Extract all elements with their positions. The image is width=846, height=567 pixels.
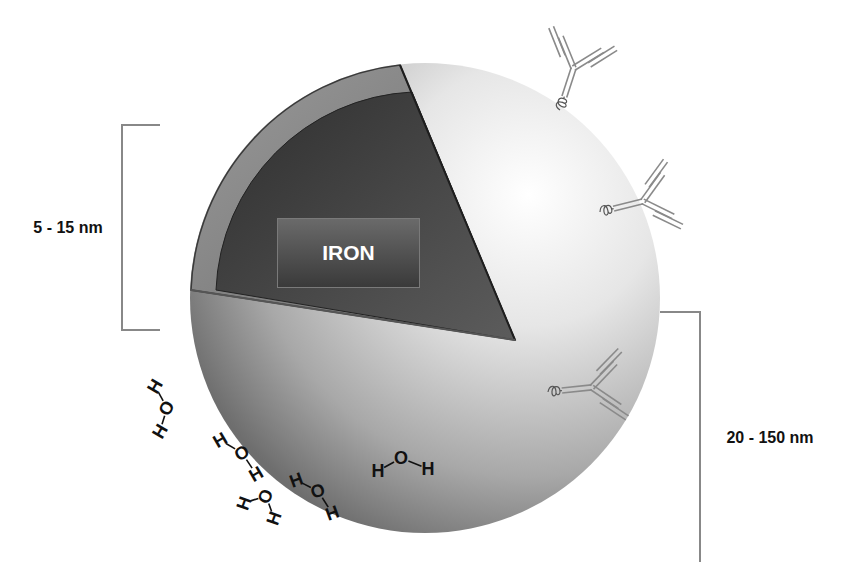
linker: [555, 95, 569, 111]
antibody-chain: [562, 385, 592, 388]
cut-edge: [191, 290, 515, 340]
core-size-bracket: [122, 125, 160, 330]
oxygen-atom: O: [394, 448, 408, 469]
bond-line: [384, 462, 394, 468]
dimension-label: 20 - 150 nm: [726, 429, 813, 447]
linker: [599, 204, 615, 217]
dimension-label: 5 - 15 nm: [33, 219, 102, 237]
particle-size-bracket: [660, 312, 700, 562]
antibody-chain: [562, 67, 571, 96]
antibody-chain: [567, 69, 576, 98]
water-bonds: [158, 392, 421, 511]
iron-core: [216, 92, 515, 340]
linker: [547, 385, 562, 396]
oxygen-atom: O: [254, 486, 279, 506]
hydrogen-atom: H: [209, 428, 231, 453]
antibody: [526, 25, 618, 121]
bond-line: [162, 416, 165, 425]
oxygen-atom: O: [154, 397, 179, 420]
bond-line: [408, 461, 421, 466]
antibody-chain: [600, 400, 626, 422]
core-label-box: IRON: [277, 218, 420, 288]
hydrogen-atom: H: [262, 508, 286, 527]
hydrogen-atom: H: [372, 461, 385, 482]
antibody: [544, 348, 629, 428]
antibody: [591, 158, 684, 246]
core-label: IRON: [322, 241, 375, 265]
antibody-chain: [614, 204, 643, 211]
antibody-chain: [546, 26, 572, 55]
antibody-group: [526, 25, 684, 428]
cut-edge: [400, 65, 515, 340]
antibody-chain: [653, 209, 681, 234]
antibody-chain: [562, 390, 592, 393]
antibody-chain: [598, 352, 624, 374]
antibody-chain: [644, 162, 672, 187]
shell-cutaway: [191, 65, 515, 340]
particle-sphere: [190, 63, 660, 533]
hydrogen-atom: H: [148, 420, 173, 442]
hydrogen-atom: H: [143, 375, 168, 397]
hydrogen-atom: H: [232, 493, 256, 512]
antibody-chain: [591, 44, 617, 73]
hydrogen-atom: H: [422, 459, 435, 480]
